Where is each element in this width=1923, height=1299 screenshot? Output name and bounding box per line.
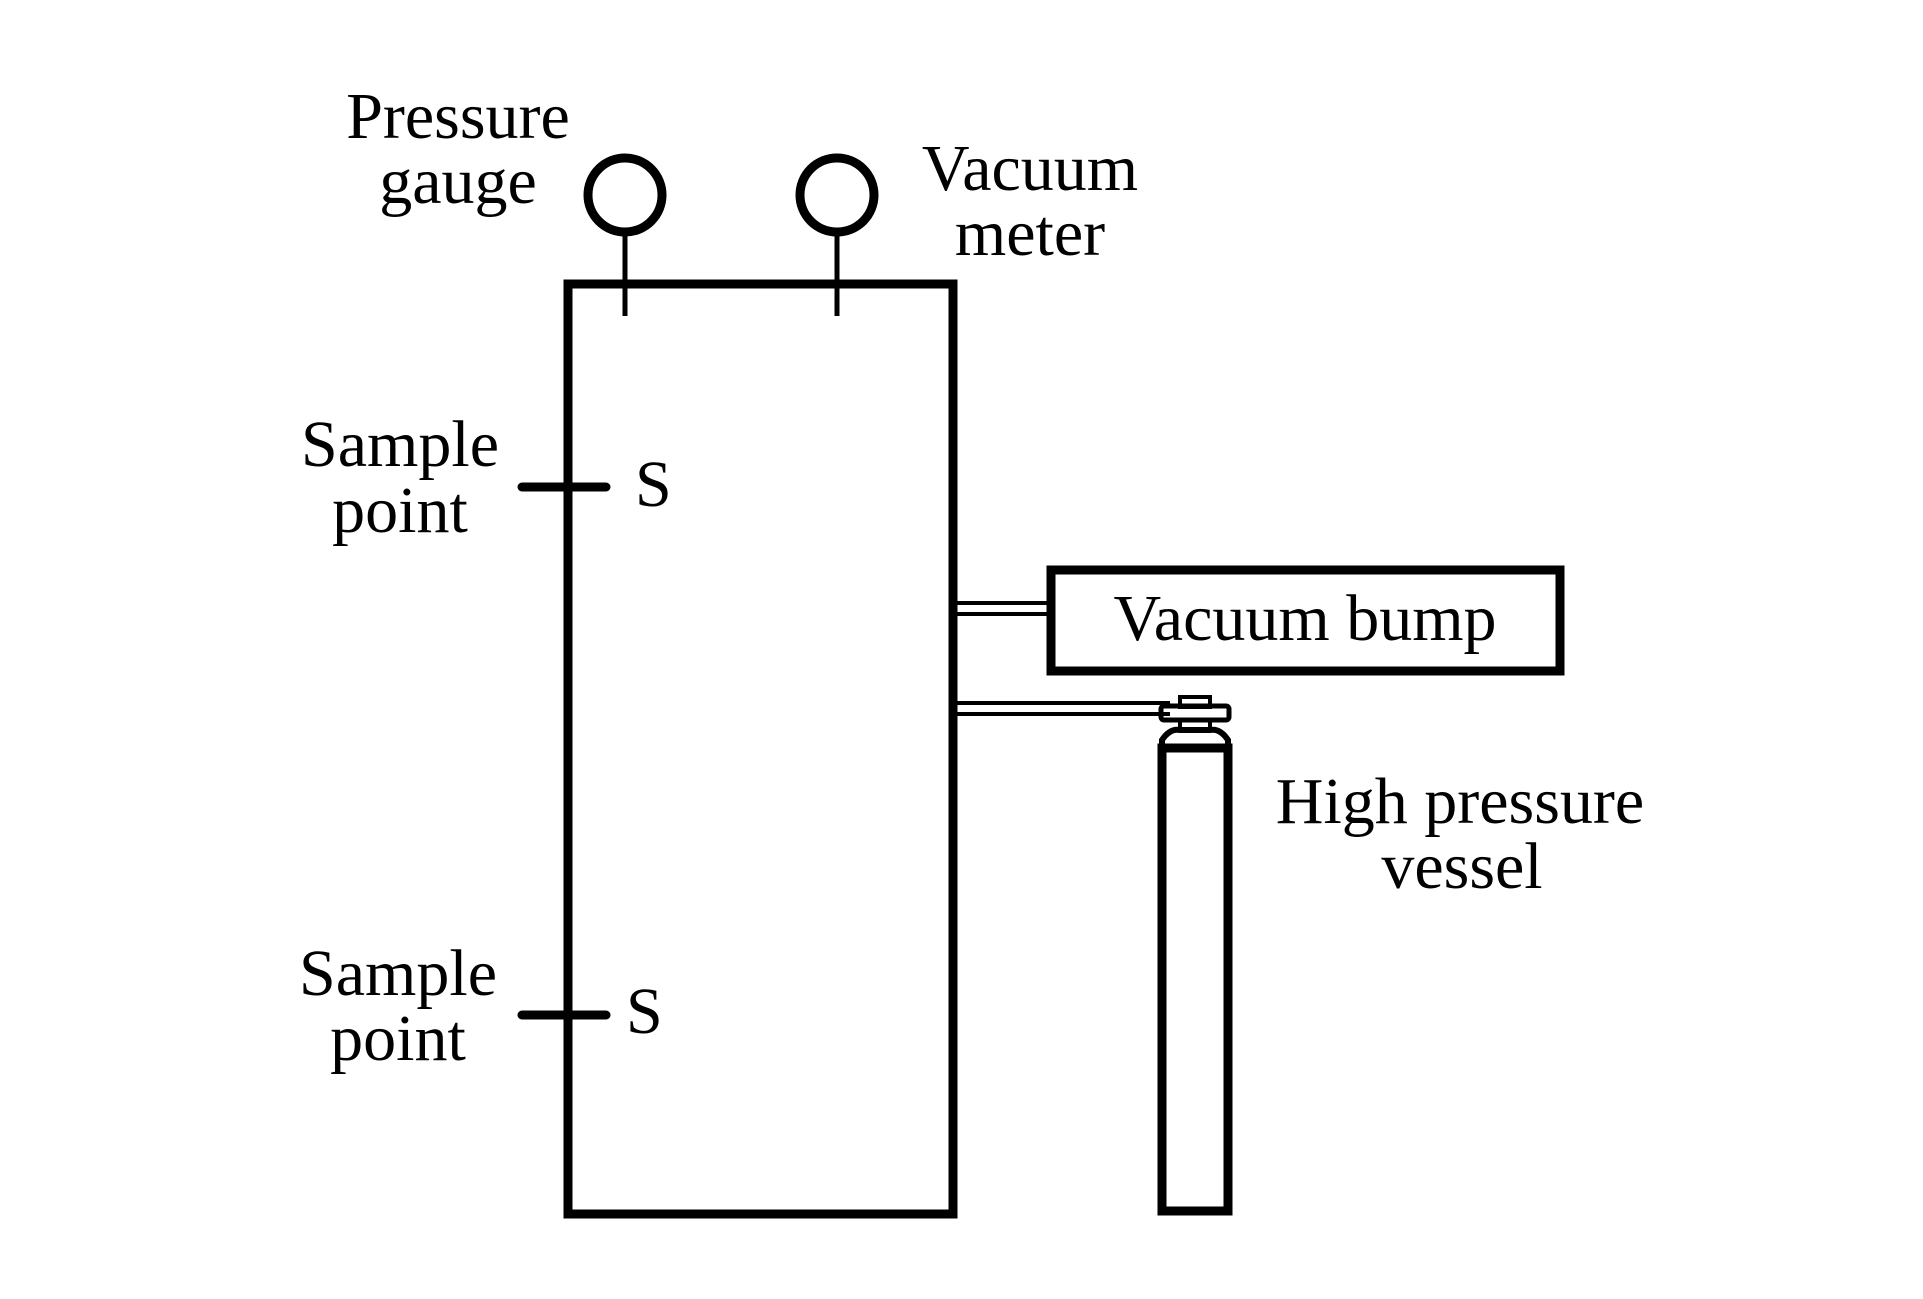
- sample-point-lower-label-line1: Sample: [299, 937, 497, 1010]
- high-pressure-vessel: High pressure vessel: [1157, 695, 1644, 1216]
- vacuum-meter: [795, 153, 879, 316]
- pressure-gauge: [583, 153, 667, 316]
- sample-point-upper: S Sample point: [301, 408, 672, 547]
- sample-point-lower: S Sample point: [299, 937, 663, 1075]
- sample-point-lower-label-line2: point: [330, 1002, 466, 1075]
- vacuum-meter-label-line2: meter: [955, 197, 1105, 270]
- vacuum-pump-box: [1046, 565, 1565, 676]
- pressure-gauge-label-line2: gauge: [379, 145, 537, 218]
- sample-point-upper-label-line1: Sample: [301, 408, 499, 481]
- vacuum-pump-label: Vacuum bump: [1113, 582, 1496, 655]
- high-pressure-vessel-label-line2: vessel: [1381, 830, 1542, 903]
- vacuum-pump-pipe: [953, 601, 1048, 616]
- chamber-box: [563, 279, 958, 1219]
- pressure-gauge-label-line1: Pressure: [346, 80, 570, 153]
- vacuum-pump: Vacuum bump: [1046, 565, 1565, 676]
- vacuum-meter-label-line1: Vacuum: [922, 132, 1138, 205]
- sample-marker-lower: S: [626, 975, 663, 1048]
- vessel-pipe: [953, 701, 1170, 716]
- sample-marker-upper: S: [635, 448, 672, 521]
- cylinder-body-icon: [1157, 743, 1233, 1216]
- high-pressure-vessel-label-line1: High pressure: [1276, 765, 1644, 838]
- sample-point-upper-label-line2: point: [332, 474, 468, 547]
- cylinder-shoulder: [1159, 726, 1231, 751]
